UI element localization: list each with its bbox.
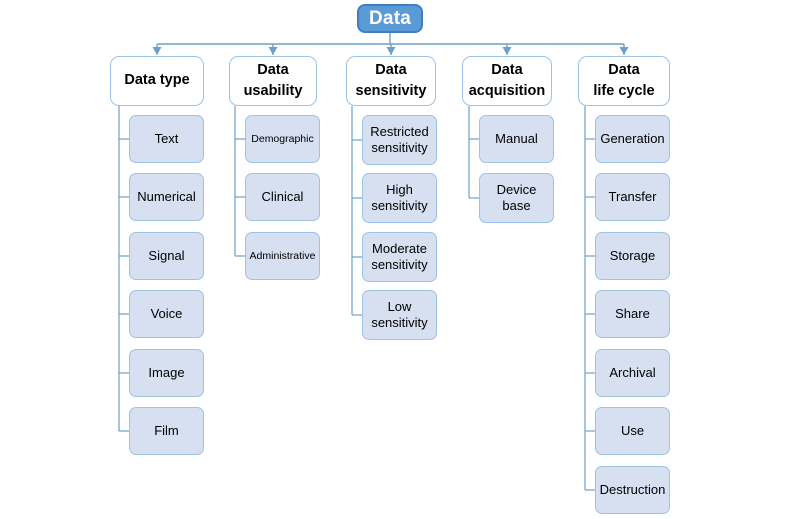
leaf-node-film[interactable]: Film bbox=[129, 407, 204, 455]
leaf-node-label: Clinical bbox=[261, 189, 304, 205]
leaf-node-label: Manual bbox=[495, 131, 538, 147]
leaf-node-voice[interactable]: Voice bbox=[129, 290, 204, 338]
leaf-node-label: Text bbox=[154, 131, 179, 147]
leaf-node-demographic[interactable]: Demographic bbox=[245, 115, 320, 163]
leaf-node-label: Signal bbox=[148, 248, 185, 264]
category-node-data-type[interactable]: Data type bbox=[110, 56, 204, 106]
leaf-node-label: Image bbox=[148, 365, 185, 381]
root-node-label: Data bbox=[369, 8, 411, 29]
leaf-node-label: Voice bbox=[150, 306, 183, 322]
leaf-node-label: Storage bbox=[609, 248, 656, 264]
leaf-node-label: Generation bbox=[600, 131, 665, 147]
category-node-label: Data type bbox=[124, 72, 190, 89]
leaf-node-share[interactable]: Share bbox=[595, 290, 670, 338]
leaf-node-label: Demographic bbox=[251, 132, 314, 145]
leaf-node-label: Transfer bbox=[608, 189, 657, 205]
leaf-node-label: Film bbox=[154, 423, 179, 439]
leaf-node-text[interactable]: Text bbox=[129, 115, 204, 163]
leaf-node-label: Use bbox=[620, 423, 645, 439]
leaf-node-image[interactable]: Image bbox=[129, 349, 204, 397]
leaf-node-label: Numerical bbox=[137, 189, 196, 205]
leaf-node-label: Destruction bbox=[599, 482, 666, 498]
leaf-node-manual[interactable]: Manual bbox=[479, 115, 554, 163]
root-node-data[interactable]: Data bbox=[357, 4, 423, 33]
leaf-node-storage[interactable]: Storage bbox=[595, 232, 670, 280]
leaf-node-label: Share bbox=[615, 306, 650, 322]
leaf-node-archival[interactable]: Archival bbox=[595, 349, 670, 397]
leaf-node-label: Administrative bbox=[249, 249, 316, 262]
leaf-node-signal[interactable]: Signal bbox=[129, 232, 204, 280]
leaf-node-clinical[interactable]: Clinical bbox=[245, 173, 320, 221]
leaf-node-administrative[interactable]: Administrative bbox=[245, 232, 320, 280]
leaf-node-use[interactable]: Use bbox=[595, 407, 670, 455]
leaf-node-label: Archival bbox=[609, 365, 656, 381]
leaf-node-generation[interactable]: Generation bbox=[595, 115, 670, 163]
leaf-node-destruction[interactable]: Destruction bbox=[595, 466, 670, 514]
leaf-node-numerical[interactable]: Numerical bbox=[129, 173, 204, 221]
leaf-node-transfer[interactable]: Transfer bbox=[595, 173, 670, 221]
